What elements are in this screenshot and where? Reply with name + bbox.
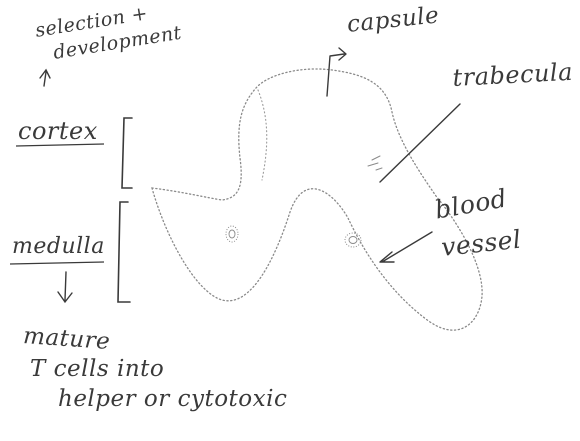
blood-vessel-left bbox=[226, 226, 238, 242]
medulla-bracket bbox=[118, 202, 130, 302]
cortex-bracket bbox=[122, 118, 132, 188]
label-mature: mature bbox=[22, 325, 111, 354]
blood-vessel-pointer bbox=[380, 232, 432, 262]
trabecula-marks bbox=[368, 156, 382, 170]
label-trabecula: trabecula bbox=[452, 60, 573, 90]
label-helper: helper or cytotoxic bbox=[58, 388, 287, 411]
trabecula-septum bbox=[258, 90, 267, 180]
label-medulla: medulla bbox=[12, 236, 105, 258]
medulla-underline bbox=[10, 262, 104, 264]
label-cortex: cortex bbox=[18, 119, 98, 143]
label-t-cells: T cells into bbox=[30, 358, 164, 381]
trabecula-pointer bbox=[380, 104, 460, 182]
selection-arrow bbox=[40, 70, 50, 86]
medulla-arrow bbox=[58, 272, 72, 302]
